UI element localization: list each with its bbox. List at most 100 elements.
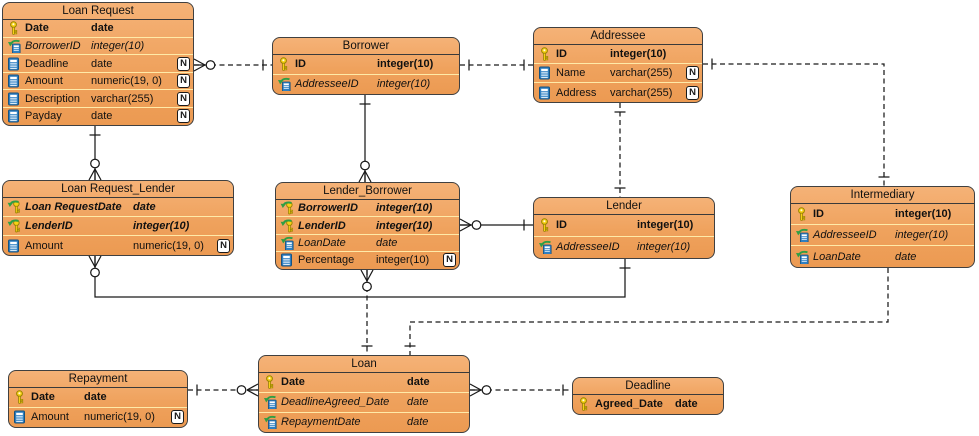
nullable-badge: N (171, 410, 184, 425)
column-type: integer(10) (610, 48, 667, 61)
foreign-key-icon (795, 250, 813, 264)
column-icon (7, 57, 25, 71)
column-type: integer(10) (133, 220, 190, 233)
column-name: Date (31, 391, 55, 404)
column-type: date (376, 237, 398, 250)
primary-key-icon (277, 57, 295, 72)
column-type: date (133, 201, 156, 214)
primary-key-icon (263, 375, 281, 390)
column-icon (280, 253, 298, 267)
column-type: integer(10) (637, 241, 691, 254)
entity-title[interactable]: Lender (534, 198, 714, 215)
foreign-key-icon (280, 236, 298, 251)
column-row[interactable]: Deadline date N (3, 54, 193, 72)
column-name: Loan RequestDate (25, 201, 122, 214)
foreign-key-icon (263, 415, 281, 430)
primary-foreign-key-icon (280, 201, 298, 215)
column-name: Name (556, 67, 586, 80)
column-name: ID (556, 219, 567, 232)
entity-title[interactable]: Loan (259, 356, 469, 373)
column-name: Deadline (25, 57, 69, 70)
column-icon (7, 239, 25, 253)
foreign-key-icon (263, 395, 281, 410)
entity-title[interactable]: Loan Request (3, 3, 193, 20)
column-type: integer(10) (637, 219, 694, 232)
column-row[interactable]: ID integer(10) (534, 45, 702, 63)
entity-title[interactable]: Loan Request_Lender (3, 181, 233, 198)
entity-title[interactable]: Borrower (273, 38, 459, 55)
entity-title[interactable]: Lender_Borrower (276, 183, 459, 200)
column-name: AddresseeID (295, 78, 359, 91)
nullable-badge: N (177, 109, 190, 124)
column-type: integer(10) (91, 39, 145, 52)
column-name: Amount (31, 411, 69, 424)
column-icon (7, 74, 25, 88)
nullable-badge: N (177, 56, 190, 71)
column-row[interactable]: Loan RequestDate date (3, 198, 233, 216)
entity-title[interactable]: Repayment (9, 371, 187, 388)
entity-title[interactable]: Addressee (534, 28, 702, 45)
primary-key-icon (538, 218, 556, 233)
entity-title[interactable]: Intermediary (791, 187, 974, 204)
nullable-badge: N (217, 238, 230, 253)
column-icon (538, 66, 556, 80)
column-icon (7, 92, 25, 106)
column-type: date (407, 416, 429, 429)
foreign-key-icon (795, 228, 813, 243)
column-type: numeric(19, 0) (133, 239, 204, 252)
column-name: Date (281, 376, 305, 389)
column-name: Address (556, 86, 597, 99)
column-name: Date (25, 22, 49, 35)
column-type: date (91, 57, 113, 70)
foreign-key-icon (277, 77, 295, 92)
column-name: Payday (25, 110, 62, 123)
column-name: Agreed_Date (595, 398, 663, 411)
column-row[interactable]: ID integer(10) (534, 215, 714, 236)
primary-foreign-key-icon (7, 219, 25, 233)
entity-title[interactable]: Deadline (573, 378, 723, 395)
column-name: ID (556, 48, 567, 61)
column-name: Percentage (298, 254, 355, 267)
